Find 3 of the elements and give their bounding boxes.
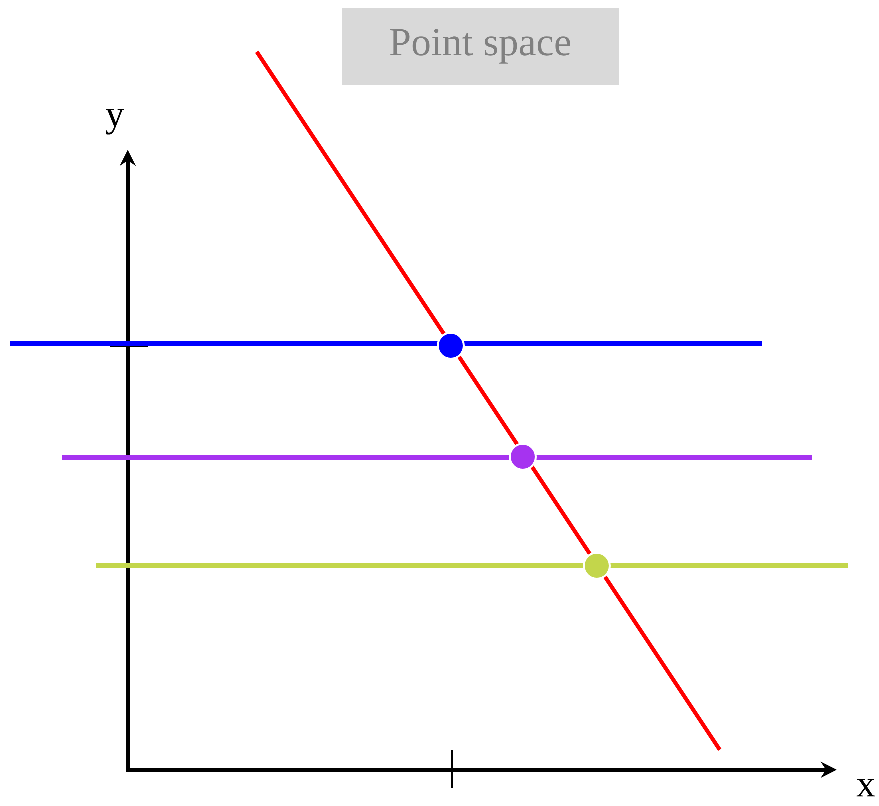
axis-label: y	[106, 109, 124, 135]
axis-label: x	[856, 779, 875, 797]
title-box: Point space	[342, 8, 619, 85]
